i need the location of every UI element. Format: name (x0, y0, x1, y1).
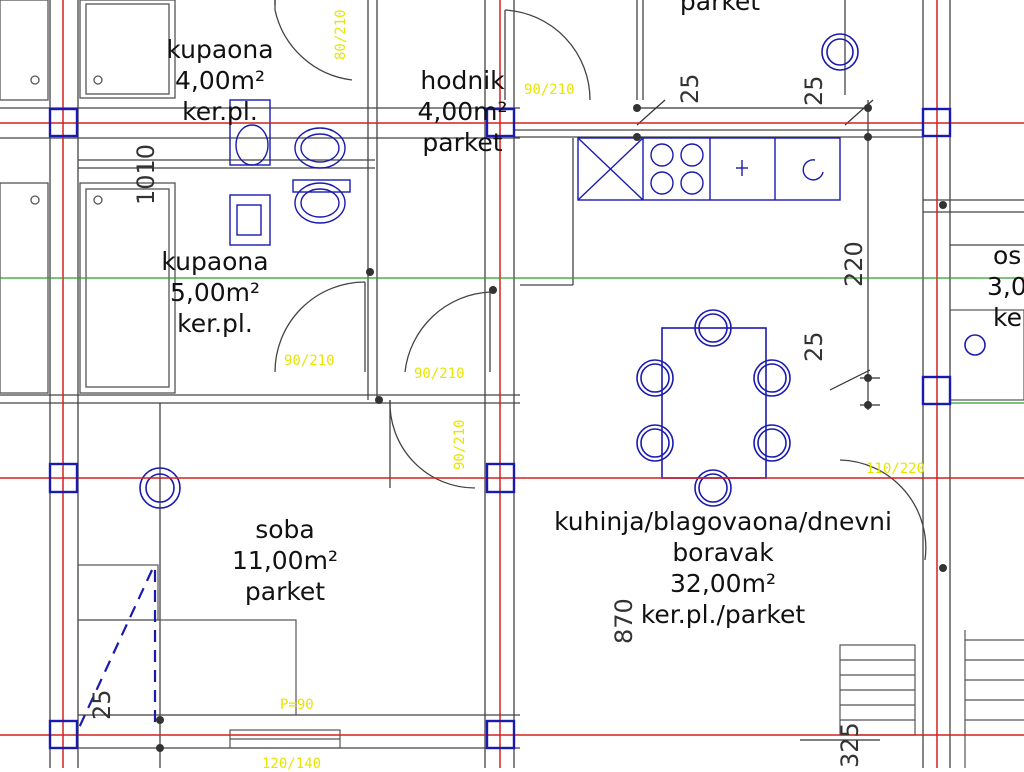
room-name-2: boravak (672, 538, 774, 567)
room-floor: ke (993, 303, 1022, 332)
room-label-top: parket (660, 0, 780, 17)
room-name: kuhinja/blagovaona/dnevni (554, 507, 892, 536)
kitchen-counter (577, 137, 841, 201)
dimension-870: 870 (610, 598, 638, 644)
dimension-dots (156, 104, 947, 752)
door-label-110-220: 110/220 (866, 461, 926, 477)
room-label-hodnik: hodnik 4,00m² parket (390, 65, 535, 158)
door-label-90-210-top: 90/210 (524, 82, 575, 98)
room-name: soba (255, 515, 315, 544)
room-label-kupaona-bottom: kupaona 5,00m² ker.pl. (140, 246, 290, 339)
door-label-90-210-vertical: 90/210 (452, 419, 468, 470)
room-name: kupaona (166, 35, 274, 64)
sanitary-fixtures (229, 99, 351, 246)
structural-columns (48, 107, 952, 750)
dimension-marks (636, 99, 880, 741)
bathroom-fixtures (0, 0, 176, 394)
room-floor: parket (244, 577, 326, 606)
door-swings (274, 0, 927, 561)
stair-dashed (77, 569, 157, 731)
room-floor: ker.pl./parket (640, 600, 806, 629)
door-label-90-210-hodnik: 90/210 (414, 366, 465, 382)
room-floor: ker.pl. (177, 309, 253, 338)
room-name: hodnik (420, 66, 505, 95)
door-label-90-210-kupaona: 90/210 (284, 353, 335, 369)
dimension-25-c: 25 (800, 331, 828, 362)
dining-table (139, 33, 986, 509)
grid-axis-green (0, 277, 1024, 404)
room-area: 4,00m² (174, 66, 266, 95)
room-area: 5,00m² (169, 278, 261, 307)
room-label-kupaona-top: kupaona 4,00m² ker.pl. (145, 34, 295, 127)
room-area: 32,00m² (670, 569, 776, 598)
dimension-25-a: 25 (676, 73, 704, 104)
room-floor: ker.pl. (182, 97, 258, 126)
room-area: 3,0 (987, 272, 1024, 301)
dimension-25-b: 25 (800, 75, 828, 106)
room-name: os (993, 241, 1022, 270)
door-label-80-210: 80/210 (333, 9, 349, 60)
dimension-25-d: 25 (88, 689, 116, 720)
dimension-1010: 1010 (132, 143, 160, 205)
stairs (77, 309, 1024, 768)
room-label-right: os 3,0 ke (985, 240, 1024, 333)
dimension-220: 220 (840, 241, 868, 287)
room-label-soba: soba 11,00m² parket (210, 514, 360, 607)
door-label-120: 120/140 (262, 756, 322, 772)
room-area: 4,00m² (417, 97, 508, 126)
room-label-kuhinja: kuhinja/blagovaona/dnevni boravak 32,00m… (523, 506, 923, 630)
room-floor: parket (422, 128, 503, 157)
door-label-p90: P=90 (280, 697, 314, 713)
room-name: kupaona (161, 247, 269, 276)
dimension-325: 325 (836, 722, 864, 768)
room-floor: parket (679, 0, 761, 16)
room-area: 11,00m² (232, 546, 338, 575)
